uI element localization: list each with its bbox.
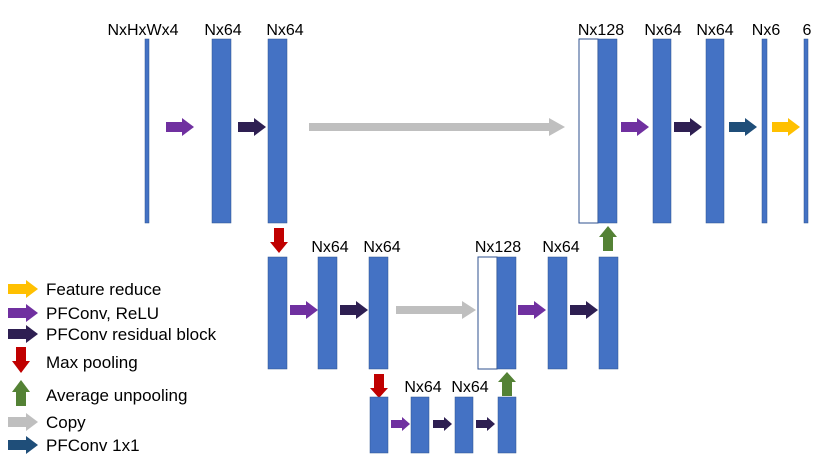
legend-item-pfconv-1x1: PFConv 1x1 — [8, 436, 140, 455]
label-top-4: Nx64 — [696, 22, 733, 39]
label-bot-1: Nx64 — [404, 379, 441, 396]
pfconv-relu-arrow-icon — [290, 301, 318, 319]
residual-arrow-icon — [570, 301, 598, 319]
feature-reduce-legend-icon — [8, 280, 38, 298]
max-pooling-legend-icon — [12, 347, 30, 373]
mid-block-1 — [267, 256, 288, 370]
bot-block-3 — [454, 396, 474, 454]
mid-copy-block — [477, 256, 498, 370]
legend: Feature reduce PFConv, ReLU PFConv resid… — [8, 280, 217, 455]
legend-item-residual: PFConv residual block — [8, 325, 217, 344]
average-unpooling-arrow-icon — [599, 226, 617, 251]
residual-arrow-icon — [476, 417, 495, 431]
legend-item-copy: Copy — [8, 413, 86, 432]
label-mid-2: Nx64 — [363, 239, 400, 256]
mid-concat-block — [496, 256, 517, 370]
legend-item-feature-reduce: Feature reduce — [8, 280, 161, 299]
pfconv-1x1-arrow-icon — [729, 118, 757, 136]
bot-block-4 — [497, 396, 517, 454]
legend-label-copy: Copy — [46, 413, 86, 432]
top-block-5 — [761, 38, 768, 224]
bot-block-1 — [369, 396, 389, 454]
legend-item-max-pooling: Max pooling — [12, 347, 138, 373]
label-mid-1: Nx64 — [311, 239, 348, 256]
feature-reduce-arrow-icon — [772, 118, 800, 136]
top-block-1 — [211, 38, 232, 224]
mid-block-4 — [547, 256, 568, 370]
pfconv-relu-arrow-icon — [518, 301, 546, 319]
average-unpooling-arrow-icon — [498, 372, 516, 396]
max-pooling-arrow-icon — [270, 228, 288, 253]
legend-label-pfconv-relu: PFConv, ReLU — [46, 304, 159, 323]
input-block — [144, 38, 150, 224]
copy-arrow-icon — [309, 118, 565, 136]
legend-item-pfconv-relu: PFConv, ReLU — [8, 304, 159, 323]
pfconv-relu-arrow-icon — [166, 118, 194, 136]
pfconv-relu-legend-icon — [8, 304, 38, 322]
top-block-4 — [705, 38, 725, 224]
top-concat-block — [597, 38, 618, 224]
pfconv-1x1-legend-icon — [8, 436, 38, 454]
legend-label-feature-reduce: Feature reduce — [46, 280, 161, 299]
label-top-1: Nx64 — [204, 22, 241, 39]
label-mid-cat: Nx128 — [475, 239, 521, 256]
mid-block-5 — [598, 256, 619, 370]
bot-block-2 — [410, 396, 430, 454]
top-block-6 — [803, 38, 809, 224]
average-unpooling-legend-icon — [12, 380, 30, 406]
top-copy-block — [578, 38, 599, 224]
copy-legend-icon — [8, 413, 38, 431]
legend-label-max-pooling: Max pooling — [46, 353, 138, 372]
residual-arrow-icon — [340, 301, 368, 319]
max-pooling-arrow-icon — [370, 374, 388, 398]
top-block-3 — [652, 38, 672, 224]
label-top-2: Nx64 — [266, 22, 303, 39]
legend-label-average-unpooling: Average unpooling — [46, 386, 187, 405]
residual-arrow-icon — [433, 417, 452, 431]
mid-block-2 — [317, 256, 338, 370]
label-bot-2: Nx64 — [451, 379, 488, 396]
label-top-cat: Nx128 — [578, 22, 624, 39]
label-input: NxHxWx4 — [107, 22, 178, 39]
residual-arrow-icon — [674, 118, 702, 136]
legend-label-pfconv-1x1: PFConv 1x1 — [46, 436, 140, 455]
label-top-5: Nx6 — [752, 22, 781, 39]
mid-block-3 — [368, 256, 389, 370]
pfconv-relu-arrow-icon — [621, 118, 649, 136]
legend-label-residual: PFConv residual block — [46, 325, 217, 344]
pfconv-relu-arrow-icon — [391, 417, 410, 431]
residual-arrow-icon — [238, 118, 266, 136]
top-block-2 — [267, 38, 288, 224]
legend-item-average-unpooling: Average unpooling — [12, 380, 187, 406]
residual-legend-icon — [8, 325, 38, 343]
label-top-3: Nx64 — [644, 22, 681, 39]
label-mid-3: Nx64 — [542, 239, 579, 256]
label-top-6: 6 — [803, 22, 812, 39]
copy-arrow-icon — [396, 301, 476, 319]
